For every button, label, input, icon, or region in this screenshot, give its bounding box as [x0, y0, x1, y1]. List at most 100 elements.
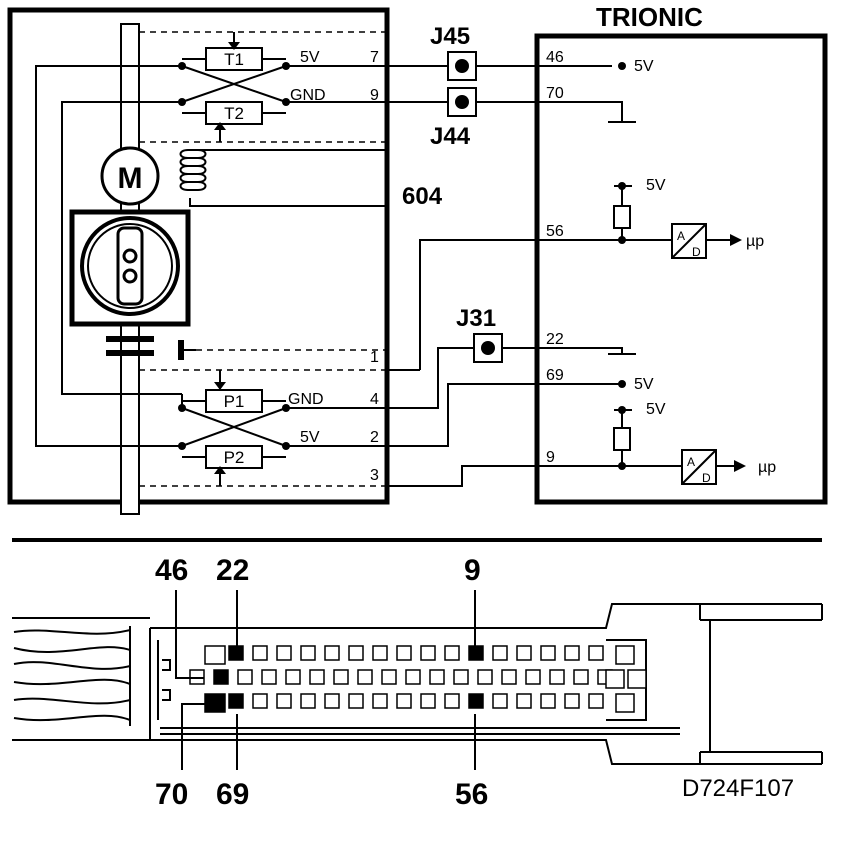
t1-5v-label: 5V	[300, 49, 320, 66]
connector-pin	[237, 669, 253, 685]
ecu-pin-22-label: 22	[546, 331, 564, 348]
ecu-56-5v-label: 5V	[646, 177, 666, 194]
connector-pin	[477, 669, 493, 685]
ecu-connector-drawing	[12, 603, 823, 765]
connector-pin	[300, 693, 316, 709]
ad2-d-label: D	[702, 471, 711, 485]
connector-pin	[516, 693, 532, 709]
connector-pin	[453, 669, 469, 685]
connector-pin-end	[615, 645, 635, 665]
ecu-pin-69-label: 69	[546, 367, 564, 384]
sensor-604-label: 604	[402, 183, 443, 210]
connector-pin	[516, 645, 532, 661]
connector-pin	[252, 693, 268, 709]
connector-pin	[444, 693, 460, 709]
ecu-pin-46-label: 46	[546, 49, 564, 66]
connector-pin	[372, 645, 388, 661]
connector-pin-grid	[189, 645, 647, 713]
connector-pin	[468, 645, 484, 661]
connector-pin	[276, 693, 292, 709]
p2-label: P2	[224, 448, 245, 467]
connector-pin	[357, 669, 373, 685]
connector-pin	[228, 693, 244, 709]
p1-gnd-label: GND	[288, 391, 324, 408]
coil-icon	[179, 149, 388, 207]
connector-pin	[492, 645, 508, 661]
p1-label: P1	[224, 392, 245, 411]
connector-pin	[501, 669, 517, 685]
connector-pin	[300, 645, 316, 661]
trionic-title: TRIONIC	[596, 2, 703, 32]
connector-pin	[213, 669, 229, 685]
connector-pin	[564, 693, 580, 709]
callout-46: 46	[155, 554, 188, 587]
connector-pin	[261, 669, 277, 685]
throttle-valve-icon	[69, 209, 191, 327]
j44-label: J44	[430, 123, 471, 150]
motor	[100, 146, 160, 206]
callout-22: 22	[216, 554, 249, 587]
connector-pin-end	[605, 669, 625, 689]
connector-pin	[333, 669, 349, 685]
pin-3-label: 3	[370, 467, 379, 484]
connector-pin	[324, 693, 340, 709]
ad2-mup-label: µp	[758, 459, 776, 476]
p-track-wiring	[139, 369, 388, 487]
ad-converter-2	[388, 406, 746, 487]
pin-callouts	[175, 590, 476, 770]
trionic-ecu-box	[534, 33, 828, 505]
connector-pin	[468, 693, 484, 709]
ecu-9-5v-label: 5V	[646, 401, 666, 418]
t1-label: T1	[224, 50, 244, 69]
t2-label: T2	[224, 104, 244, 123]
motor-label: M	[118, 162, 143, 195]
connector-pin	[276, 645, 292, 661]
connector-pin	[420, 645, 436, 661]
ad1-mup-label: µp	[746, 233, 764, 250]
connector-pin	[405, 669, 421, 685]
connector-pin	[444, 645, 460, 661]
throttle-body-box	[7, 7, 390, 505]
connector-pin	[588, 693, 604, 709]
pin-4-label: 4	[370, 391, 379, 408]
connector-pin-end	[615, 693, 635, 713]
connector-pin	[540, 645, 556, 661]
j45-label: J45	[430, 23, 470, 50]
connector-pin	[228, 645, 244, 661]
ad-converter-1	[419, 182, 742, 370]
connector-pin	[540, 693, 556, 709]
ad2-a-label: A	[687, 455, 695, 469]
connector-pin	[252, 645, 268, 661]
connector-pin	[309, 669, 325, 685]
connector-pin	[396, 645, 412, 661]
pin-9-label: 9	[370, 87, 379, 104]
connector-pin	[204, 645, 226, 665]
connector-pin	[285, 669, 301, 685]
callout-69: 69	[216, 778, 249, 811]
ad1-d-label: D	[692, 245, 701, 259]
callout-70: 70	[155, 778, 188, 811]
connector-pin	[348, 645, 364, 661]
connector-pin	[420, 693, 436, 709]
ecu-69-5v-label: 5V	[634, 376, 654, 393]
clutch-icon	[106, 336, 388, 360]
ad1-a-label: A	[677, 229, 685, 243]
connector-pin	[396, 693, 412, 709]
t2-gnd-label: GND	[290, 87, 326, 104]
connector-pin	[573, 669, 589, 685]
j31-label: J31	[456, 305, 496, 332]
connector-pin	[525, 669, 541, 685]
ecu-pin-56-label: 56	[546, 223, 564, 240]
callout-56: 56	[455, 778, 488, 811]
connector-pin	[549, 669, 565, 685]
pin-2-label: 2	[370, 429, 379, 446]
connector-pin	[324, 645, 340, 661]
connector-pin	[429, 669, 445, 685]
connector-pin	[588, 645, 604, 661]
ecu-pin-9-label: 9	[546, 449, 555, 466]
figure-code: D724F107	[682, 775, 794, 802]
connector-pin-end	[627, 669, 647, 689]
ecu-46-5v-label: 5V	[634, 58, 654, 75]
connector-pin	[204, 693, 226, 713]
